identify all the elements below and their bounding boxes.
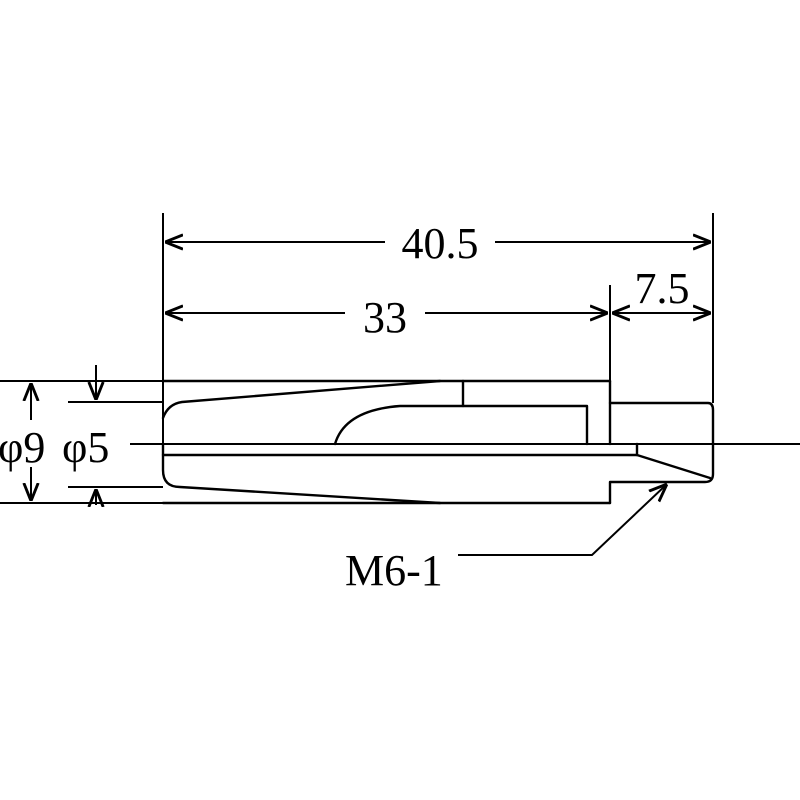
extension-lines (0, 213, 714, 504)
part-outline (161, 379, 715, 505)
dim-body-length: 33 (363, 293, 407, 342)
thread-callout: M6-1 (345, 484, 667, 595)
dimension-diameters: φ9 φ5 (0, 365, 109, 505)
dimension-7-5: 7.5 (612, 264, 711, 313)
thread-spec-label: M6-1 (345, 546, 443, 595)
dim-outer-diameter: φ9 (0, 423, 45, 472)
dimension-33: 33 (165, 293, 608, 342)
dim-inner-diameter: φ5 (62, 423, 109, 472)
dim-thread-length: 7.5 (635, 264, 690, 313)
dimension-40-5: 40.5 (165, 219, 711, 268)
dim-overall-length: 40.5 (402, 219, 479, 268)
